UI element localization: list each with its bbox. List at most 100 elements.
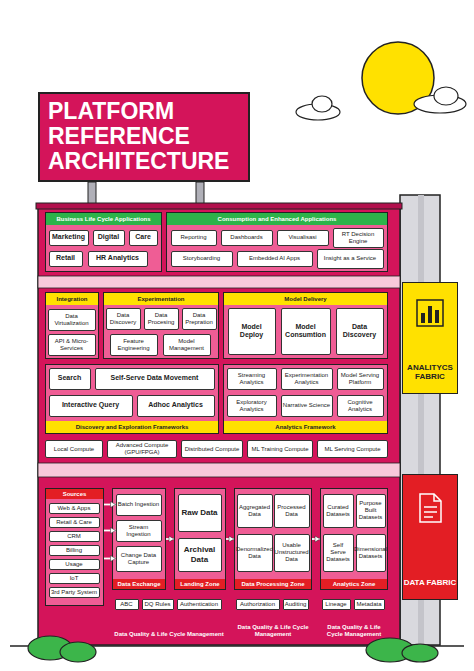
box-label: DQ Rules — [144, 601, 170, 608]
group-heading: Sources — [46, 489, 103, 499]
arrow-head — [229, 536, 234, 542]
box-label: Metadata — [356, 601, 381, 608]
icon-line — [424, 506, 437, 508]
box-label: Search — [58, 374, 81, 382]
cloud-part — [434, 87, 458, 105]
icon-fold — [434, 494, 441, 501]
arrow-head — [111, 502, 116, 508]
governance-box: Authorization — [236, 599, 280, 610]
group-heading: Data Quality & Life Cycle Management — [112, 631, 226, 638]
component-box: Usable Unstructured Data — [274, 534, 310, 572]
component-box: Denormalized Data — [237, 534, 273, 572]
box-label: Marketing — [52, 233, 85, 241]
box-label: Exploratory Analytics — [229, 399, 275, 413]
component-box: Processed Data — [274, 494, 310, 528]
box-label: Reporting — [180, 234, 206, 241]
box-label: API & Micro-Services — [50, 338, 94, 352]
governance-box: Authentication — [177, 599, 222, 610]
compute-box: Advanced Compute (GPU/FPGA) — [107, 440, 177, 458]
box-label: Aggregated Data — [239, 504, 271, 518]
box-label: Feature Engineering — [112, 338, 156, 352]
box-label: Raw Data — [181, 508, 217, 517]
data-store-box: Raw Data — [178, 494, 222, 532]
component-box: Marketing — [49, 230, 89, 246]
governance-box: ABC — [115, 599, 139, 610]
group-heading: Business Life Cycle Applications — [46, 213, 161, 225]
icon-page — [420, 494, 441, 522]
box-label: Model Consumtion — [283, 323, 329, 339]
framework-group: Discovery and Exploration Frameworks Sear… — [45, 364, 219, 434]
data-zone: Analytics ZoneCurated DatasetsPurpose Bu… — [320, 488, 388, 590]
box-label: Data Virtualization — [50, 313, 94, 327]
box-label: Batch Ingestion — [118, 501, 159, 508]
icon-bar — [428, 306, 432, 323]
source-panel: SourcesWeb & AppsRetail & CareCRMBilling… — [45, 488, 104, 606]
box-label: Dimensional Datasets — [354, 546, 387, 560]
group-heading: Analytics Framework — [224, 421, 387, 433]
box-label: Web & Apps — [58, 505, 91, 512]
box-label: Storyboarding — [183, 255, 220, 262]
group-heading: ANALITYCS FABRIC — [403, 363, 457, 381]
box-label: Authorization — [240, 601, 275, 608]
source-box: IoT — [49, 573, 100, 584]
flow-arrow — [312, 536, 320, 542]
group-heading: DATA FABRIC — [403, 578, 457, 587]
group-heading: Discovery and Exploration Frameworks — [46, 421, 218, 433]
component-box: Model Serving Platform — [337, 368, 384, 390]
box-label: Data Prepration — [184, 312, 215, 326]
flow-arrow — [226, 536, 234, 542]
component-box: Data Procesing — [144, 308, 179, 330]
box-label: Narrative Science — [283, 402, 330, 409]
component-box: Search — [49, 368, 91, 390]
group-heading: Integration — [46, 293, 98, 305]
group-heading: Model Delivery — [224, 293, 387, 305]
box-label: Embedded AI Apps — [249, 255, 300, 262]
box-label: ML Training Compute — [251, 446, 308, 453]
box-label: Billing — [66, 547, 82, 554]
governance-band: Data Quality & Life Cycle ManagementAuth… — [234, 596, 312, 640]
box-label: Usable Unstructured Data — [274, 542, 308, 563]
governance-box: Auditing — [283, 599, 309, 610]
data-zone: Landing ZoneRaw DataArchival Data — [174, 488, 226, 590]
box-label: Model Serving Platform — [339, 372, 382, 386]
component-box: Visualisasi — [277, 230, 329, 246]
box-label: Distributed Compute — [185, 446, 240, 453]
app-group: Business Life Cycle ApplicationsMarketin… — [45, 212, 162, 272]
capability-group: IntegrationData VirtualizationAPI & Micr… — [45, 292, 99, 359]
component-box: HR Analytics — [88, 251, 148, 267]
data-zone: Data Processing ZoneAggregated DataProce… — [234, 488, 312, 590]
box-label: Digital — [98, 233, 119, 241]
document-icon — [420, 494, 441, 522]
component-box: Dashboards — [221, 230, 273, 246]
flow-arrow — [104, 528, 116, 534]
box-label: Streaming Analytics — [229, 372, 275, 386]
component-box: Feature Engineering — [110, 334, 158, 356]
box-label: Stream Ingestion — [118, 524, 160, 538]
component-box: Data Prepration — [182, 308, 217, 330]
component-box: Narrative Science — [281, 395, 333, 417]
component-box: Curated Datasets — [323, 494, 354, 528]
governance-band: Data Quality & Life Cycle Management ABC D… — [112, 596, 226, 640]
box-label: Self-Serve Data Movement — [111, 374, 199, 382]
component-box: Stream Ingestion — [116, 520, 162, 542]
app-group: Consumption and Enhanced ApplicationsRep… — [166, 212, 388, 272]
source-box: Usage — [49, 559, 100, 570]
cloud-part — [312, 96, 332, 112]
box-label: Curated Datasets — [325, 504, 352, 518]
box-label: ABC — [120, 601, 132, 608]
flow-arrow — [104, 556, 116, 562]
bush — [28, 636, 438, 662]
box-label: Lineage — [325, 601, 346, 608]
box-label: Usage — [65, 561, 82, 568]
source-box: Web & Apps — [49, 503, 100, 514]
framework-group: Analytics Framework Streaming AnalyticsEx… — [223, 364, 388, 434]
icon-frame — [417, 300, 443, 326]
component-box: Interactive Query — [49, 395, 133, 417]
group-heading: Analytics Zone — [321, 579, 387, 589]
source-box: Billing — [49, 545, 100, 556]
sign-post — [196, 182, 204, 206]
box-label: Advanced Compute (GPU/FPGA) — [109, 442, 175, 456]
source-box: CRM — [49, 531, 100, 542]
delivery-box: Model Consumtion — [281, 308, 331, 355]
box-label: Model Management — [165, 338, 209, 352]
